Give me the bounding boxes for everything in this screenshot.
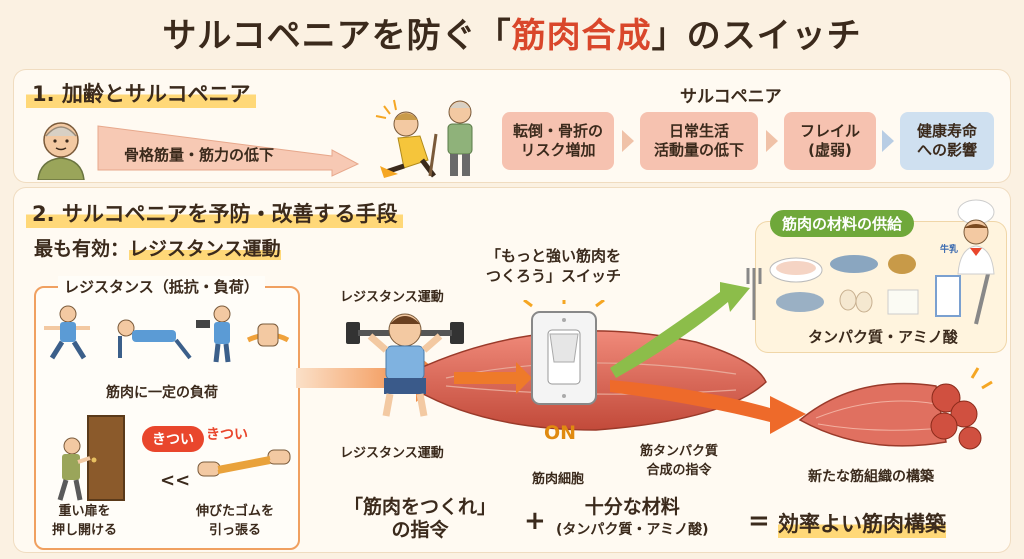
step-arrow-1: [622, 130, 634, 152]
elderly-man-icon: [37, 122, 85, 180]
protein-label: タンパク質・アミノ酸: [808, 328, 958, 346]
on-switch-icon[interactable]: [522, 300, 606, 420]
chef-icon: [957, 199, 995, 275]
switch-quote: 「もっと強い筋肉をつくろう」スイッチ: [486, 247, 622, 285]
materials-title: 筋肉の材料の供給: [770, 210, 915, 237]
decline-arrow: [97, 125, 360, 177]
food-icons: [746, 254, 990, 325]
page-title: サルコペニアを防ぐ「筋肉合成」のスイッチ: [162, 16, 862, 56]
door-caption: 重い扉を押し開ける: [52, 504, 118, 538]
resist-label-top: レジスタンス運動: [340, 290, 444, 305]
kitsui-label-2: きつい: [206, 427, 248, 443]
resistance-box-title: レジスタンス（抵抗・負荷）: [58, 276, 265, 297]
flow-arrows: [610, 282, 806, 434]
step-arrow-2: [766, 130, 778, 152]
formula-plus: +: [524, 506, 546, 536]
falling-elderly-icon: [375, 99, 473, 178]
materials-panel: [756, 222, 1006, 352]
formula-result: 効率よい筋肉構築: [778, 508, 946, 538]
step-arrow-3: [882, 130, 894, 152]
step-frailty: フレイル(虚弱): [784, 112, 876, 170]
synthesis-command-label: 筋タンパク質合成の指令: [640, 444, 719, 478]
formula-equals: =: [748, 506, 770, 536]
formula-command: 「筋肉をつくれ」の指令: [344, 496, 497, 541]
resist-label-bottom: レジスタンス運動: [340, 446, 444, 461]
muscle-cell-label: 筋肉細胞: [532, 472, 585, 487]
section2-heading: 2. サルコペニアを予防・改善する手段: [26, 198, 404, 228]
most-effective-highlight: レジスタンス運動: [129, 238, 281, 260]
muscle-bundle-icon: [798, 367, 993, 450]
step-activity-decline: 日常生活活動量の低下: [640, 112, 758, 170]
most-effective-line: 最も有効：レジスタンス運動: [34, 238, 281, 260]
band-caption: 伸びたゴムを引っ張る: [196, 504, 275, 538]
on-label: ON: [544, 422, 577, 444]
title-highlight: 筋肉合成: [511, 16, 652, 56]
constant-load-label: 筋肉に一定の負荷: [106, 385, 218, 401]
step-fall-risk: 転倒・骨折のリスク増加: [502, 112, 614, 170]
new-tissue-label: 新たな筋組織の構築: [808, 469, 934, 485]
rubber-band-icon: [197, 449, 291, 477]
sarcopenia-title: サルコペニア: [680, 87, 782, 107]
step-healthy-life: 健康寿命への影響: [900, 112, 994, 170]
section1-heading: 1. 加齢とサルコペニア: [26, 78, 257, 108]
less-than-symbol: <<: [160, 470, 191, 491]
heavy-door-icon: [57, 415, 125, 501]
formula-materials: 十分な材料(タンパク質・アミノ酸): [556, 496, 709, 538]
weightlifter-icon: [346, 313, 464, 417]
decline-arrow-label: 骨格筋量・筋力の低下: [124, 146, 275, 164]
milk-label: 牛乳: [940, 245, 959, 255]
exercise-figures-icon: [44, 305, 290, 363]
kitsui-bubble-1: きつい: [142, 426, 204, 452]
